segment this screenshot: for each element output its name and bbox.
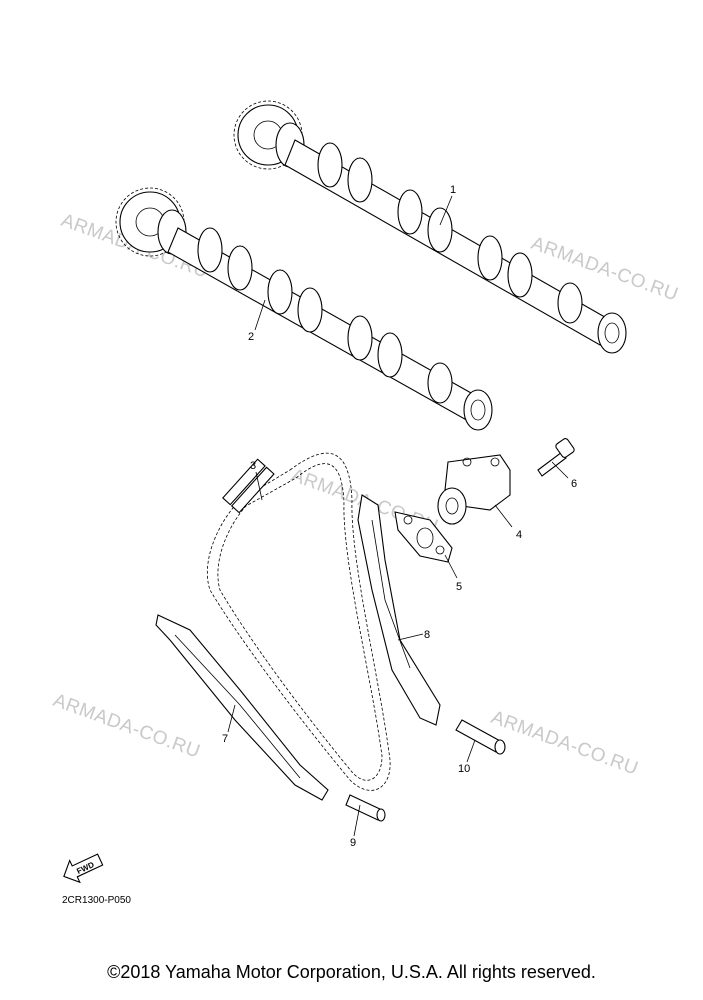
- callout-part-3[interactable]: 3: [250, 460, 256, 472]
- chain-tensioner: [437, 454, 511, 525]
- camshaft-upper: [233, 100, 627, 354]
- diagram-code: 2CR1300-P050: [62, 895, 131, 906]
- chain-guide-exhaust-side: [155, 614, 329, 801]
- cam-sprocket-lower: [115, 187, 187, 257]
- camshaft-lower: [115, 187, 493, 431]
- fwd-arrow-icon: FWD: [63, 853, 104, 884]
- watermark-text: ARMADA-CO.RU: [488, 707, 641, 780]
- cam-sprocket-upper: [233, 100, 305, 170]
- callout-part-7[interactable]: 7: [222, 733, 228, 745]
- guide-pin-10: [455, 719, 506, 755]
- chain-links-highlight: [222, 458, 275, 514]
- callout-labels: 1 2 3 4 5 6 7 8 9 10: [222, 184, 577, 849]
- watermark-layer: ARMADA-CO.RU ARMADA-CO.RU ARMADA-CO.RU A…: [50, 210, 681, 780]
- guide-pin-9: [345, 794, 386, 822]
- callout-part-4[interactable]: 4: [516, 529, 522, 541]
- callout-part-10[interactable]: 10: [458, 763, 470, 775]
- tensioner-gasket: [394, 511, 453, 563]
- callout-part-1[interactable]: 1: [450, 184, 456, 196]
- watermark-text: ARMADA-CO.RU: [50, 690, 203, 763]
- callout-part-9[interactable]: 9: [350, 837, 356, 849]
- tensioner-bolt: [537, 438, 575, 477]
- timing-chain: [206, 452, 391, 791]
- callout-part-2[interactable]: 2: [248, 331, 254, 343]
- callout-part-6[interactable]: 6: [571, 478, 577, 490]
- callout-part-8[interactable]: 8: [424, 629, 430, 641]
- leader-lines: [227, 195, 569, 837]
- callout-part-5[interactable]: 5: [456, 581, 462, 593]
- copyright-notice: ©2018 Yamaha Motor Corporation, U.S.A. A…: [107, 962, 596, 982]
- chain-guide-tensioner-side: [357, 494, 441, 726]
- fwd-label: FWD: [75, 860, 96, 876]
